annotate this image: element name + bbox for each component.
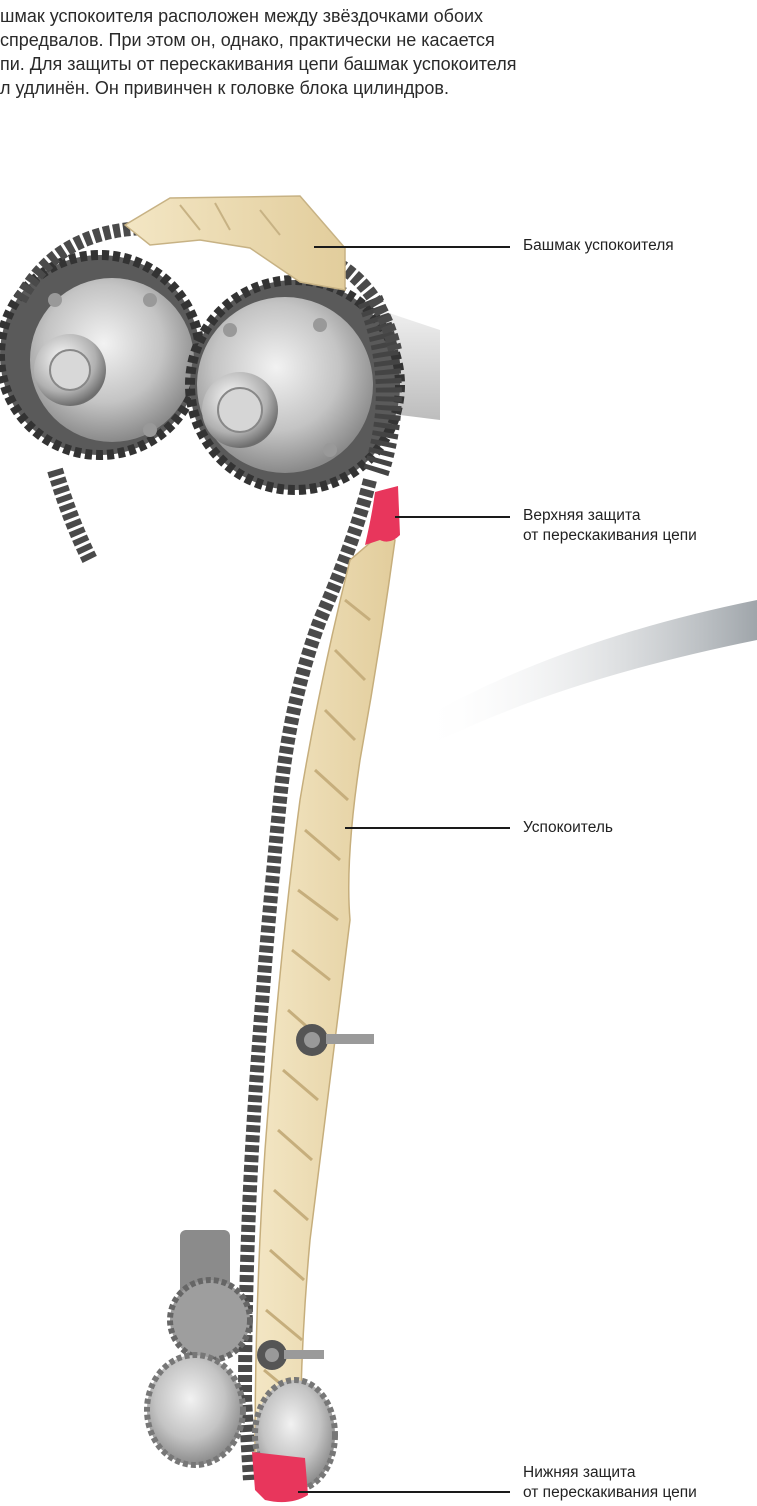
label-tensioner-rail: Успокоитель	[523, 818, 613, 838]
background-swoosh	[420, 600, 757, 745]
leader-guide-shoe	[314, 246, 510, 248]
exhaust-camshaft-sprocket	[190, 280, 400, 490]
leader-lower-guard	[298, 1491, 510, 1493]
leader-tensioner-rail	[345, 827, 510, 829]
intake-camshaft-sprocket	[0, 255, 200, 455]
chain-left-strand	[55, 470, 90, 560]
tensioner-rail	[255, 530, 395, 1460]
lower-jump-guard	[252, 1452, 308, 1502]
leader-upper-guard	[395, 516, 510, 518]
label-guide-shoe: Башмак успокоителя	[523, 236, 674, 256]
label-upper-guard: Верхняя защита от перескакивания цепи	[523, 506, 697, 546]
label-lower-guard: Нижняя защита от перескакивания цепи	[523, 1463, 697, 1503]
